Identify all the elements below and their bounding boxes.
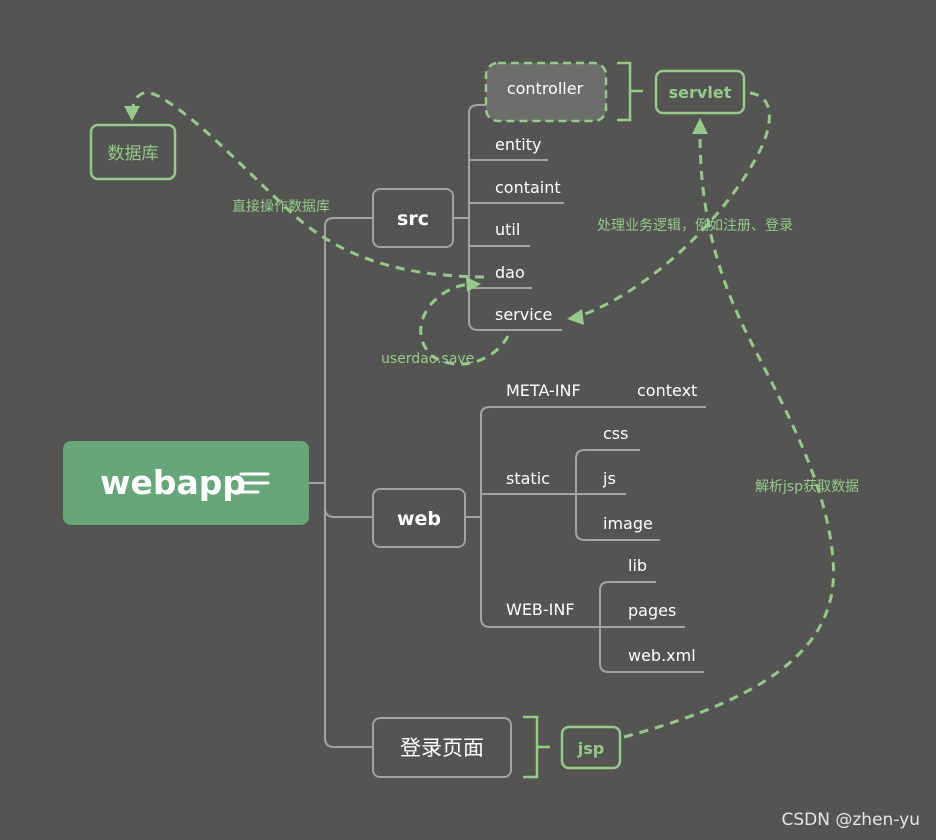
node-css[interactable]: css: [603, 424, 628, 443]
menu-lines-icon: [239, 472, 270, 494]
node-dao[interactable]: dao: [495, 263, 525, 282]
annotation-parse-jsp: 解析jsp获取数据: [755, 479, 859, 495]
relation-servlet-service: [579, 91, 771, 318]
relation-jsp-servlet: [623, 132, 836, 739]
node-static[interactable]: static: [506, 469, 550, 488]
node-js[interactable]: js: [602, 469, 616, 488]
node-login-page-label: 登录页面: [400, 736, 484, 760]
web-connectors: [465, 406, 706, 673]
node-image[interactable]: image: [603, 514, 653, 533]
node-login-page[interactable]: 登录页面: [372, 717, 512, 778]
node-web-inf[interactable]: WEB-INF: [506, 600, 575, 619]
annotation-userdao-save: userdao.save: [381, 351, 474, 367]
node-web-xml[interactable]: web.xml: [628, 646, 696, 665]
node-service[interactable]: service: [495, 305, 552, 324]
node-jsp-label: jsp: [577, 739, 604, 758]
node-database-label: 数据库: [108, 144, 159, 164]
node-lib[interactable]: lib: [628, 556, 647, 575]
node-src[interactable]: src: [372, 188, 454, 248]
root-connectors: [309, 217, 373, 748]
node-database[interactable]: 数据库: [89, 123, 177, 181]
node-util[interactable]: util: [495, 220, 520, 239]
node-pages[interactable]: pages: [628, 601, 676, 620]
annotation-direct-db: 直接操作数据库: [232, 198, 330, 215]
node-jsp[interactable]: jsp: [560, 725, 622, 770]
node-controller[interactable]: controller: [484, 61, 608, 123]
controller-bracket: [617, 61, 643, 122]
relationships: [124, 91, 836, 739]
src-connectors: [453, 104, 564, 331]
node-servlet[interactable]: servlet: [654, 69, 746, 115]
annotation-business-logic: 处理业务逻辑，例如注册、登录: [597, 218, 793, 234]
node-controller-label: controller: [507, 79, 584, 98]
relation-dao-database: [130, 91, 485, 279]
node-web[interactable]: web: [372, 488, 466, 548]
watermark: CSDN @zhen-yu: [782, 810, 920, 830]
relation-service-dao: [419, 282, 510, 366]
login-bracket: [523, 715, 550, 779]
node-containt[interactable]: containt: [495, 178, 561, 197]
node-web-label: web: [397, 508, 441, 530]
arrow-service-icon: [567, 309, 584, 325]
node-context[interactable]: context: [637, 381, 697, 400]
node-servlet-label: servlet: [669, 83, 732, 102]
root-node[interactable]: webapp: [63, 441, 309, 525]
node-entity[interactable]: entity: [495, 135, 541, 154]
arrow-servlet-icon: [692, 118, 708, 134]
root-label: webapp: [100, 463, 246, 502]
node-meta-inf[interactable]: META-INF: [506, 381, 581, 400]
node-src-label: src: [397, 208, 429, 230]
arrow-database-icon: [124, 106, 140, 121]
arrow-dao-icon: [466, 277, 481, 292]
